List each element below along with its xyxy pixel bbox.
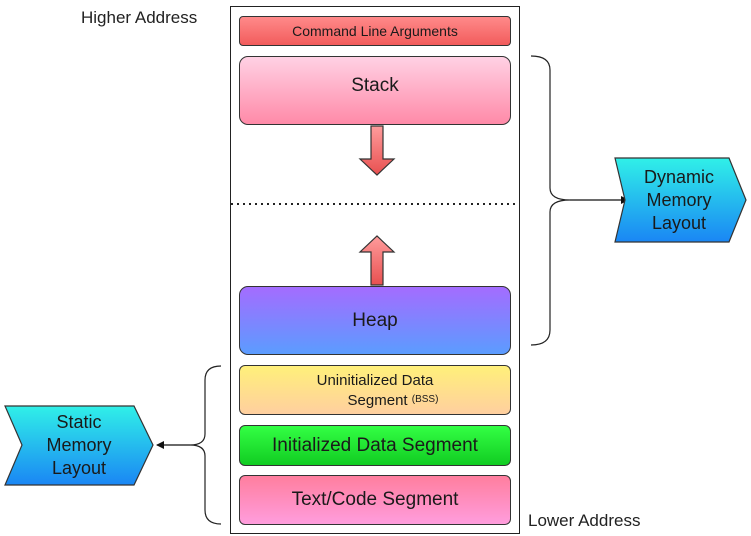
higher-address-label: Higher Address [81,8,198,27]
dynamic-tag-line2: Memory [646,189,712,210]
heap-segment: Heap [239,286,511,355]
bss-label-line1: Uninitialized Data [316,371,434,389]
dynamic-tag-line1: Dynamic [643,166,714,187]
static-tag-line1: Static [56,412,102,432]
static-memory-brace [189,365,222,525]
bss-label-segment: Segment [347,391,408,409]
dynamic-tag-shape [614,157,747,243]
text-code-segment: Text/Code Segment [239,475,511,525]
dynamic-memory-layout-tag: Dynamic Memory Layout [611,157,747,243]
dynamic-memory-brace [530,55,571,346]
heap-growth-up-arrow [358,235,396,286]
static-memory-layout-tag: Static Memory Layout [4,405,154,486]
command-line-arguments-segment: Command Line Arguments [239,16,511,46]
static-tag-line3: Layout [51,458,107,478]
bss-label-line2: Segment (BSS) [312,390,439,410]
stack-growth-down-arrow [358,125,396,176]
bss-abbreviation: (BSS) [411,393,439,405]
lower-address-label: Lower Address [528,511,641,530]
static-tag-shape [4,405,154,486]
dynamic-tag-line3: Layout [651,212,707,233]
stack-segment: Stack [239,56,511,125]
static-tag-line2: Memory [46,435,112,455]
initialized-data-segment: Initialized Data Segment [239,425,511,466]
bss-segment: Uninitialized Data Segment (BSS) [239,365,511,415]
